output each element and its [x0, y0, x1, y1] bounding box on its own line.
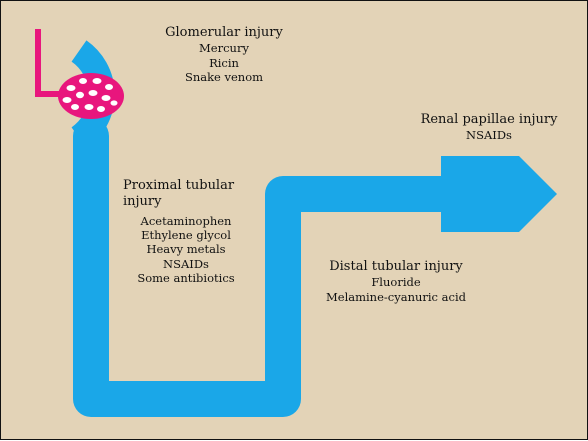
distal-agent: Melamine-cyanuric acid: [325, 289, 466, 304]
proximal-agent: Heavy metals: [146, 242, 226, 257]
glomerular-agent: Ricin: [209, 55, 239, 70]
glomerulus: [58, 73, 124, 119]
proximal-agent: Acetaminophen: [140, 213, 232, 228]
renal-papillae-injury-label: Renal papillae injury NSAIDs: [419, 108, 559, 143]
glomerular-injury-title: Glomerular injury: [165, 25, 283, 40]
renal-papillae-injury-title: Renal papillae injury: [420, 112, 558, 127]
glomerular-agent: Mercury: [199, 41, 249, 56]
glomerular-injury-label: Glomerular injury Mercury Ricin Snake ve…: [159, 21, 289, 84]
proximal-agent: NSAIDs: [163, 256, 209, 271]
collecting-duct-arrow: [441, 156, 557, 232]
glomerular-agent: Snake venom: [184, 70, 264, 84]
distal-agent: Fluoride: [371, 275, 421, 290]
tubule: [73, 118, 464, 417]
proximal-tubular-injury-title: Proximal tubular injury: [123, 178, 235, 210]
proximal-agent: Some antibiotics: [137, 271, 235, 285]
papillae-agent: NSAIDs: [466, 128, 512, 143]
distal-tubular-injury-title: Distal tubular injury: [329, 259, 463, 274]
proximal-tubular-injury-label: Proximal tubular injury Acetaminophen Et…: [123, 178, 249, 285]
distal-tubular-injury-label: Distal tubular injury Fluoride Melamine-…: [321, 255, 471, 304]
proximal-agent: Ethylene glycol: [141, 227, 231, 242]
